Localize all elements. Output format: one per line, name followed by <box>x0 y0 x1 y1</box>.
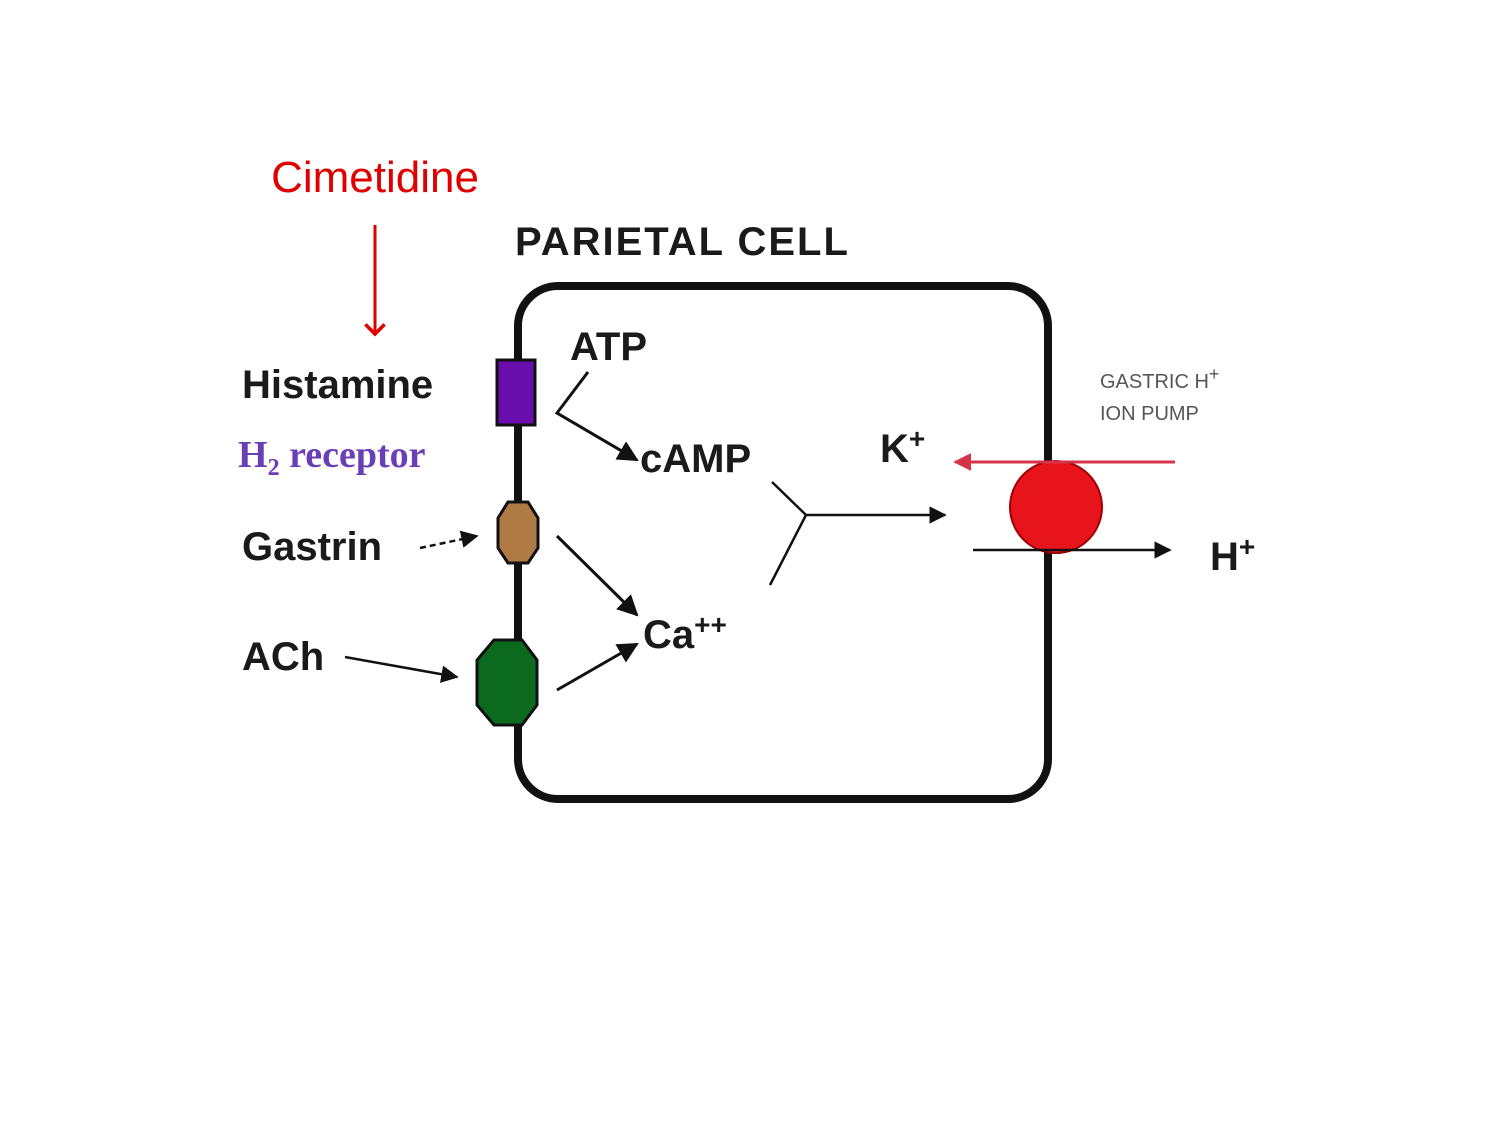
camp-converge-line <box>768 481 808 586</box>
proton-pump-shape <box>1009 460 1103 554</box>
h2-receptor-label: H2 receptor <box>238 434 426 481</box>
h-ion-label: H+ <box>1210 531 1255 579</box>
ach-arrow <box>344 655 459 683</box>
ca-label: Ca++ <box>643 609 727 657</box>
gastrin-receptor-shape <box>496 500 540 565</box>
k-ion-label: K+ <box>880 423 925 471</box>
histamine-label: Histamine <box>242 363 433 407</box>
cell-title: PARIETAL CELL <box>515 220 850 264</box>
pump-label-line1: GASTRIC H+ <box>1100 364 1219 393</box>
cimetidine-label: Cimetidine <box>271 153 479 202</box>
atp-to-camp-arrow <box>554 371 639 462</box>
ach-receptor-shape <box>475 638 539 727</box>
atp-label: ATP <box>570 325 647 369</box>
camp-label: cAMP <box>640 437 751 481</box>
ach-to-ca-arrow <box>556 642 639 692</box>
gastrin-to-ca-arrow <box>555 534 639 617</box>
gastrin-arrow <box>419 530 479 550</box>
ach-label: ACh <box>242 635 324 679</box>
gastrin-label: Gastrin <box>242 525 382 569</box>
pump-label-line2: ION PUMP <box>1100 403 1199 425</box>
h2-receptor-shape <box>495 358 537 427</box>
